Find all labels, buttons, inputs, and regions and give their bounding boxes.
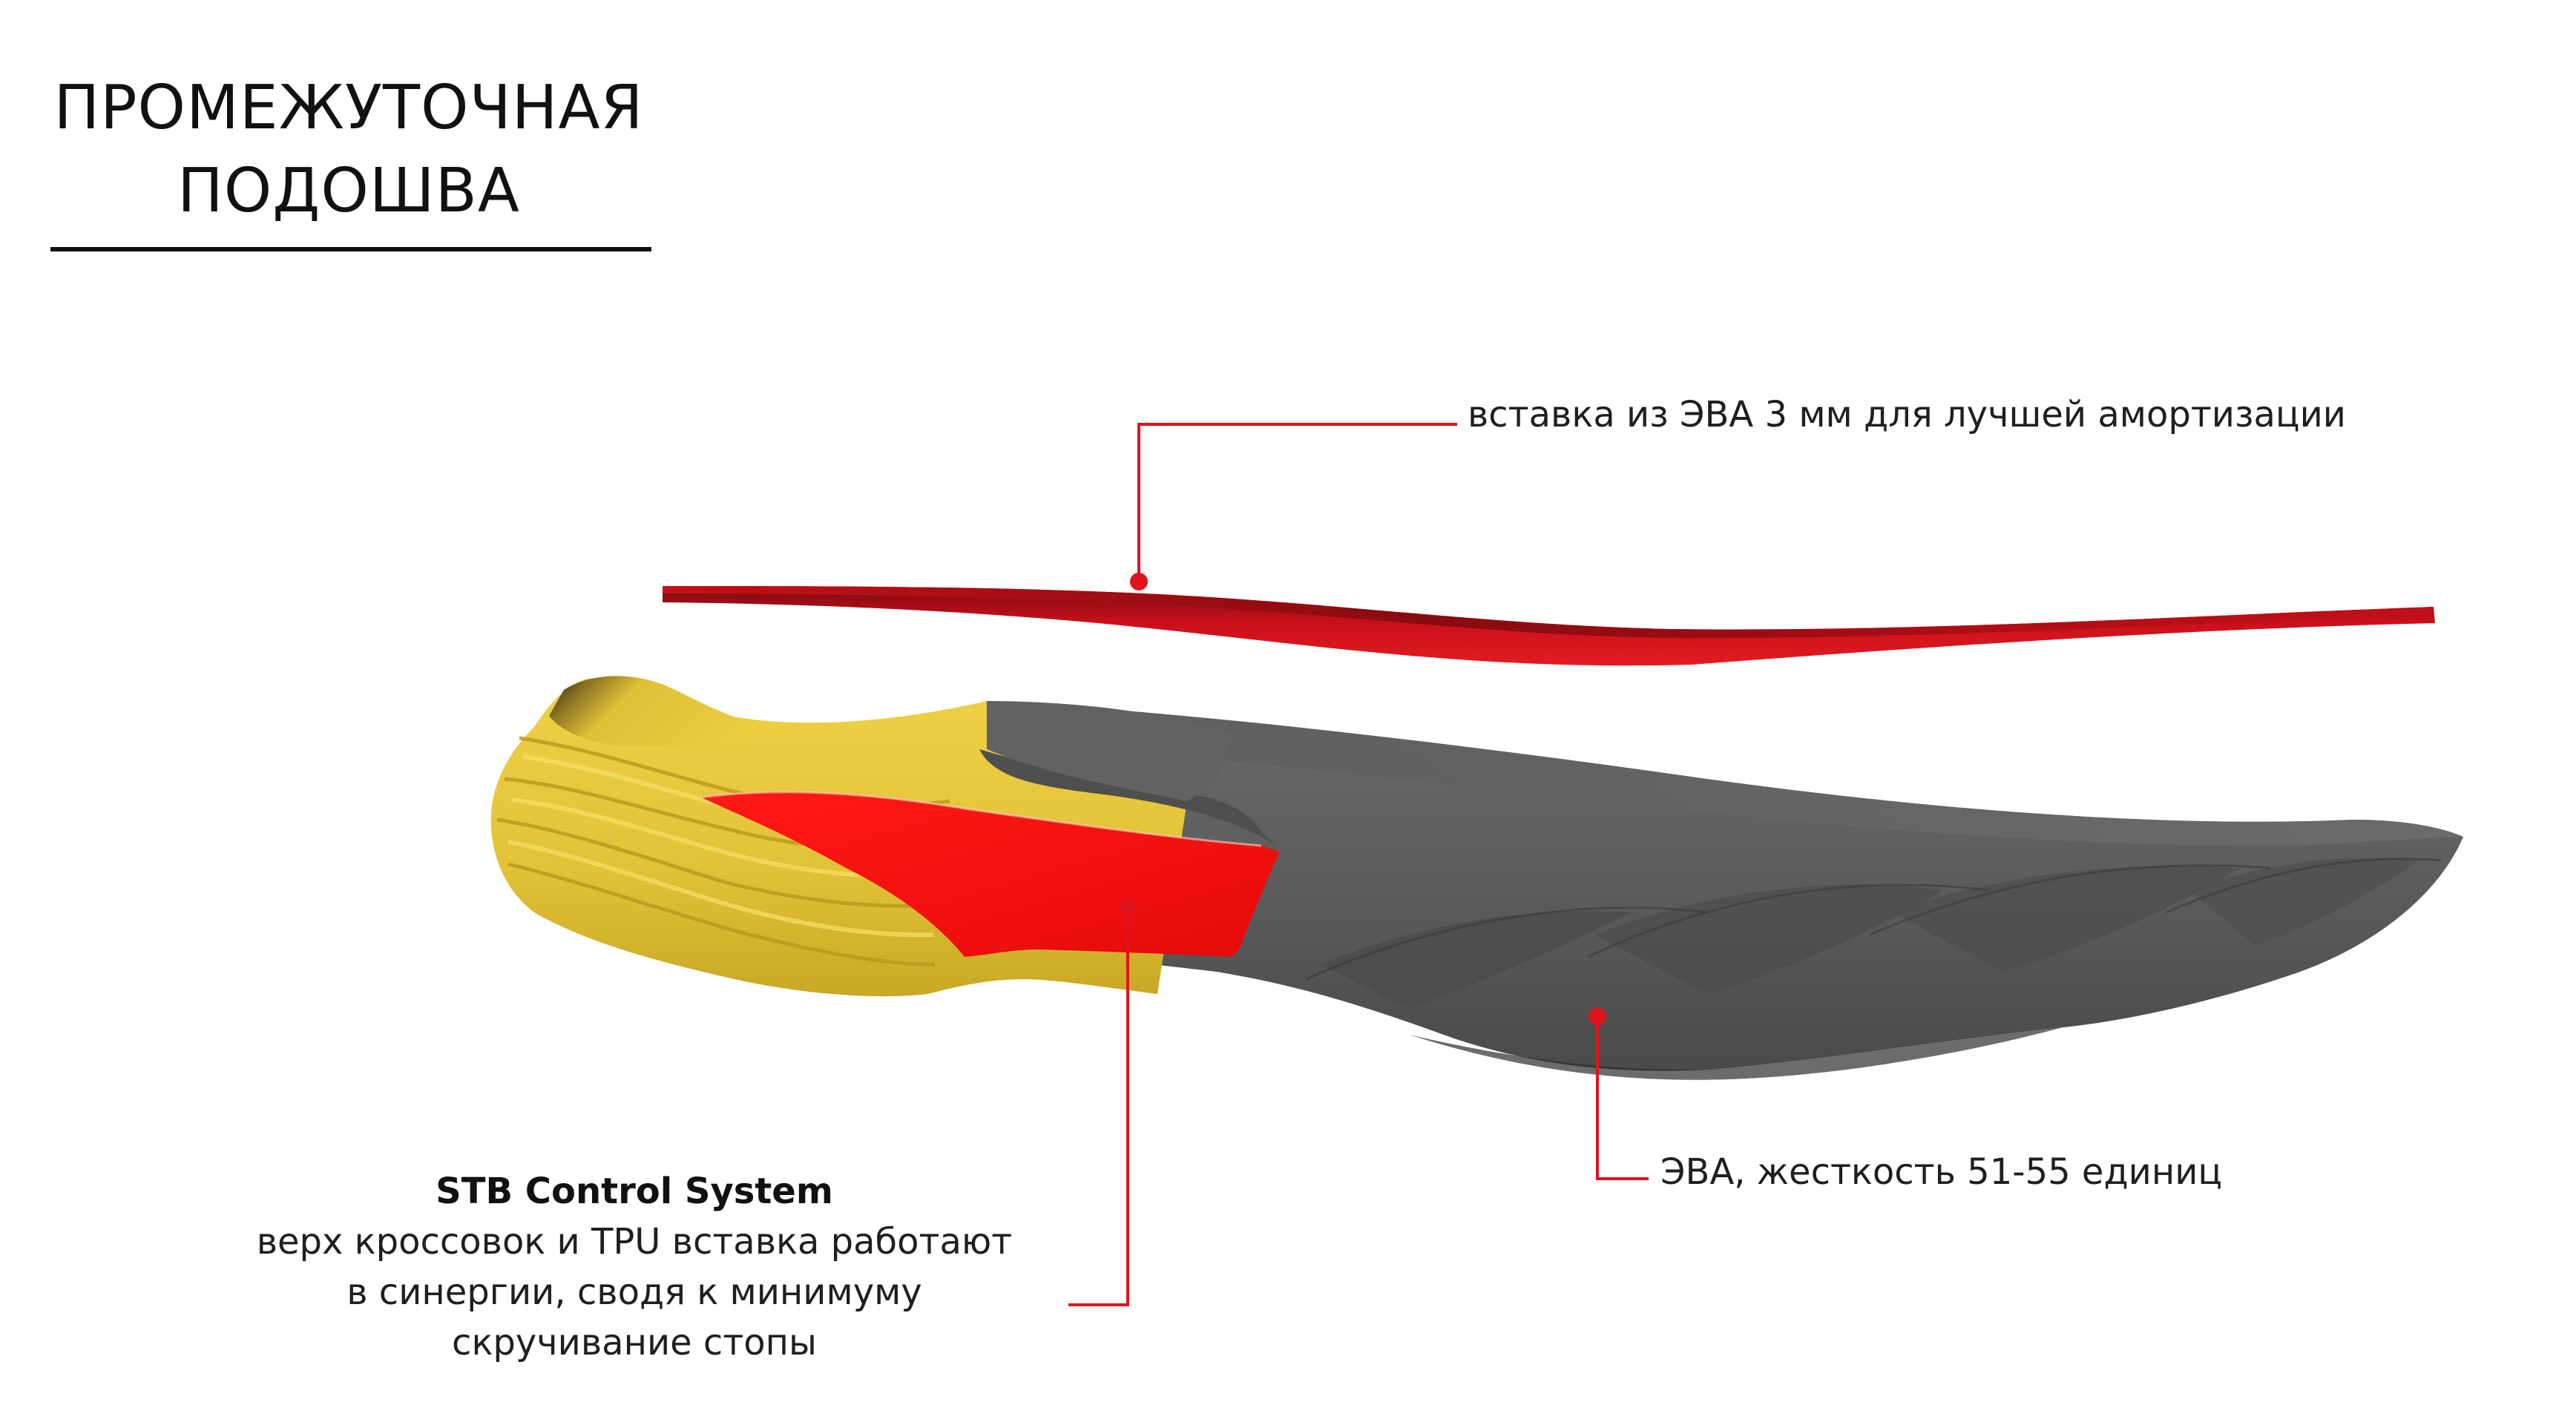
page-title: ПРОМЕЖУТОЧНАЯ ПОДОШВА: [0, 67, 697, 233]
callout-text-stb: STB Control System верх кроссовок и TPU …: [226, 1166, 1042, 1368]
page-title-line-1: ПРОМЕЖУТОЧНАЯ: [53, 73, 644, 143]
gray-transition-panel: [979, 701, 1276, 846]
stb-description-line-2: в синергии, сводя к минимуму: [346, 1271, 922, 1313]
stb-description-line-3: скручивание стопы: [452, 1322, 817, 1363]
title-underline: [50, 247, 651, 251]
eva-insert-strip: [663, 586, 2435, 666]
tpu-insert-red: [700, 791, 1280, 957]
eva-midsole-body: [920, 701, 2463, 1080]
stb-description-line-1: верх кроссовок и TPU вставка работают: [256, 1221, 1013, 1263]
stb-title: STB Control System: [436, 1171, 833, 1212]
callout-text-insert: вставка из ЭВА 3 мм для лучшей амортизац…: [1468, 394, 2346, 435]
callout-text-eva: ЭВА, жесткость 51-55 единиц: [1660, 1151, 2223, 1193]
callout-line-stb: [1068, 898, 1137, 1306]
page-title-line-2: ПОДОШВА: [177, 156, 520, 226]
callout-line-eva: [1588, 1007, 1649, 1180]
callout-line-insert: [1130, 423, 1457, 590]
